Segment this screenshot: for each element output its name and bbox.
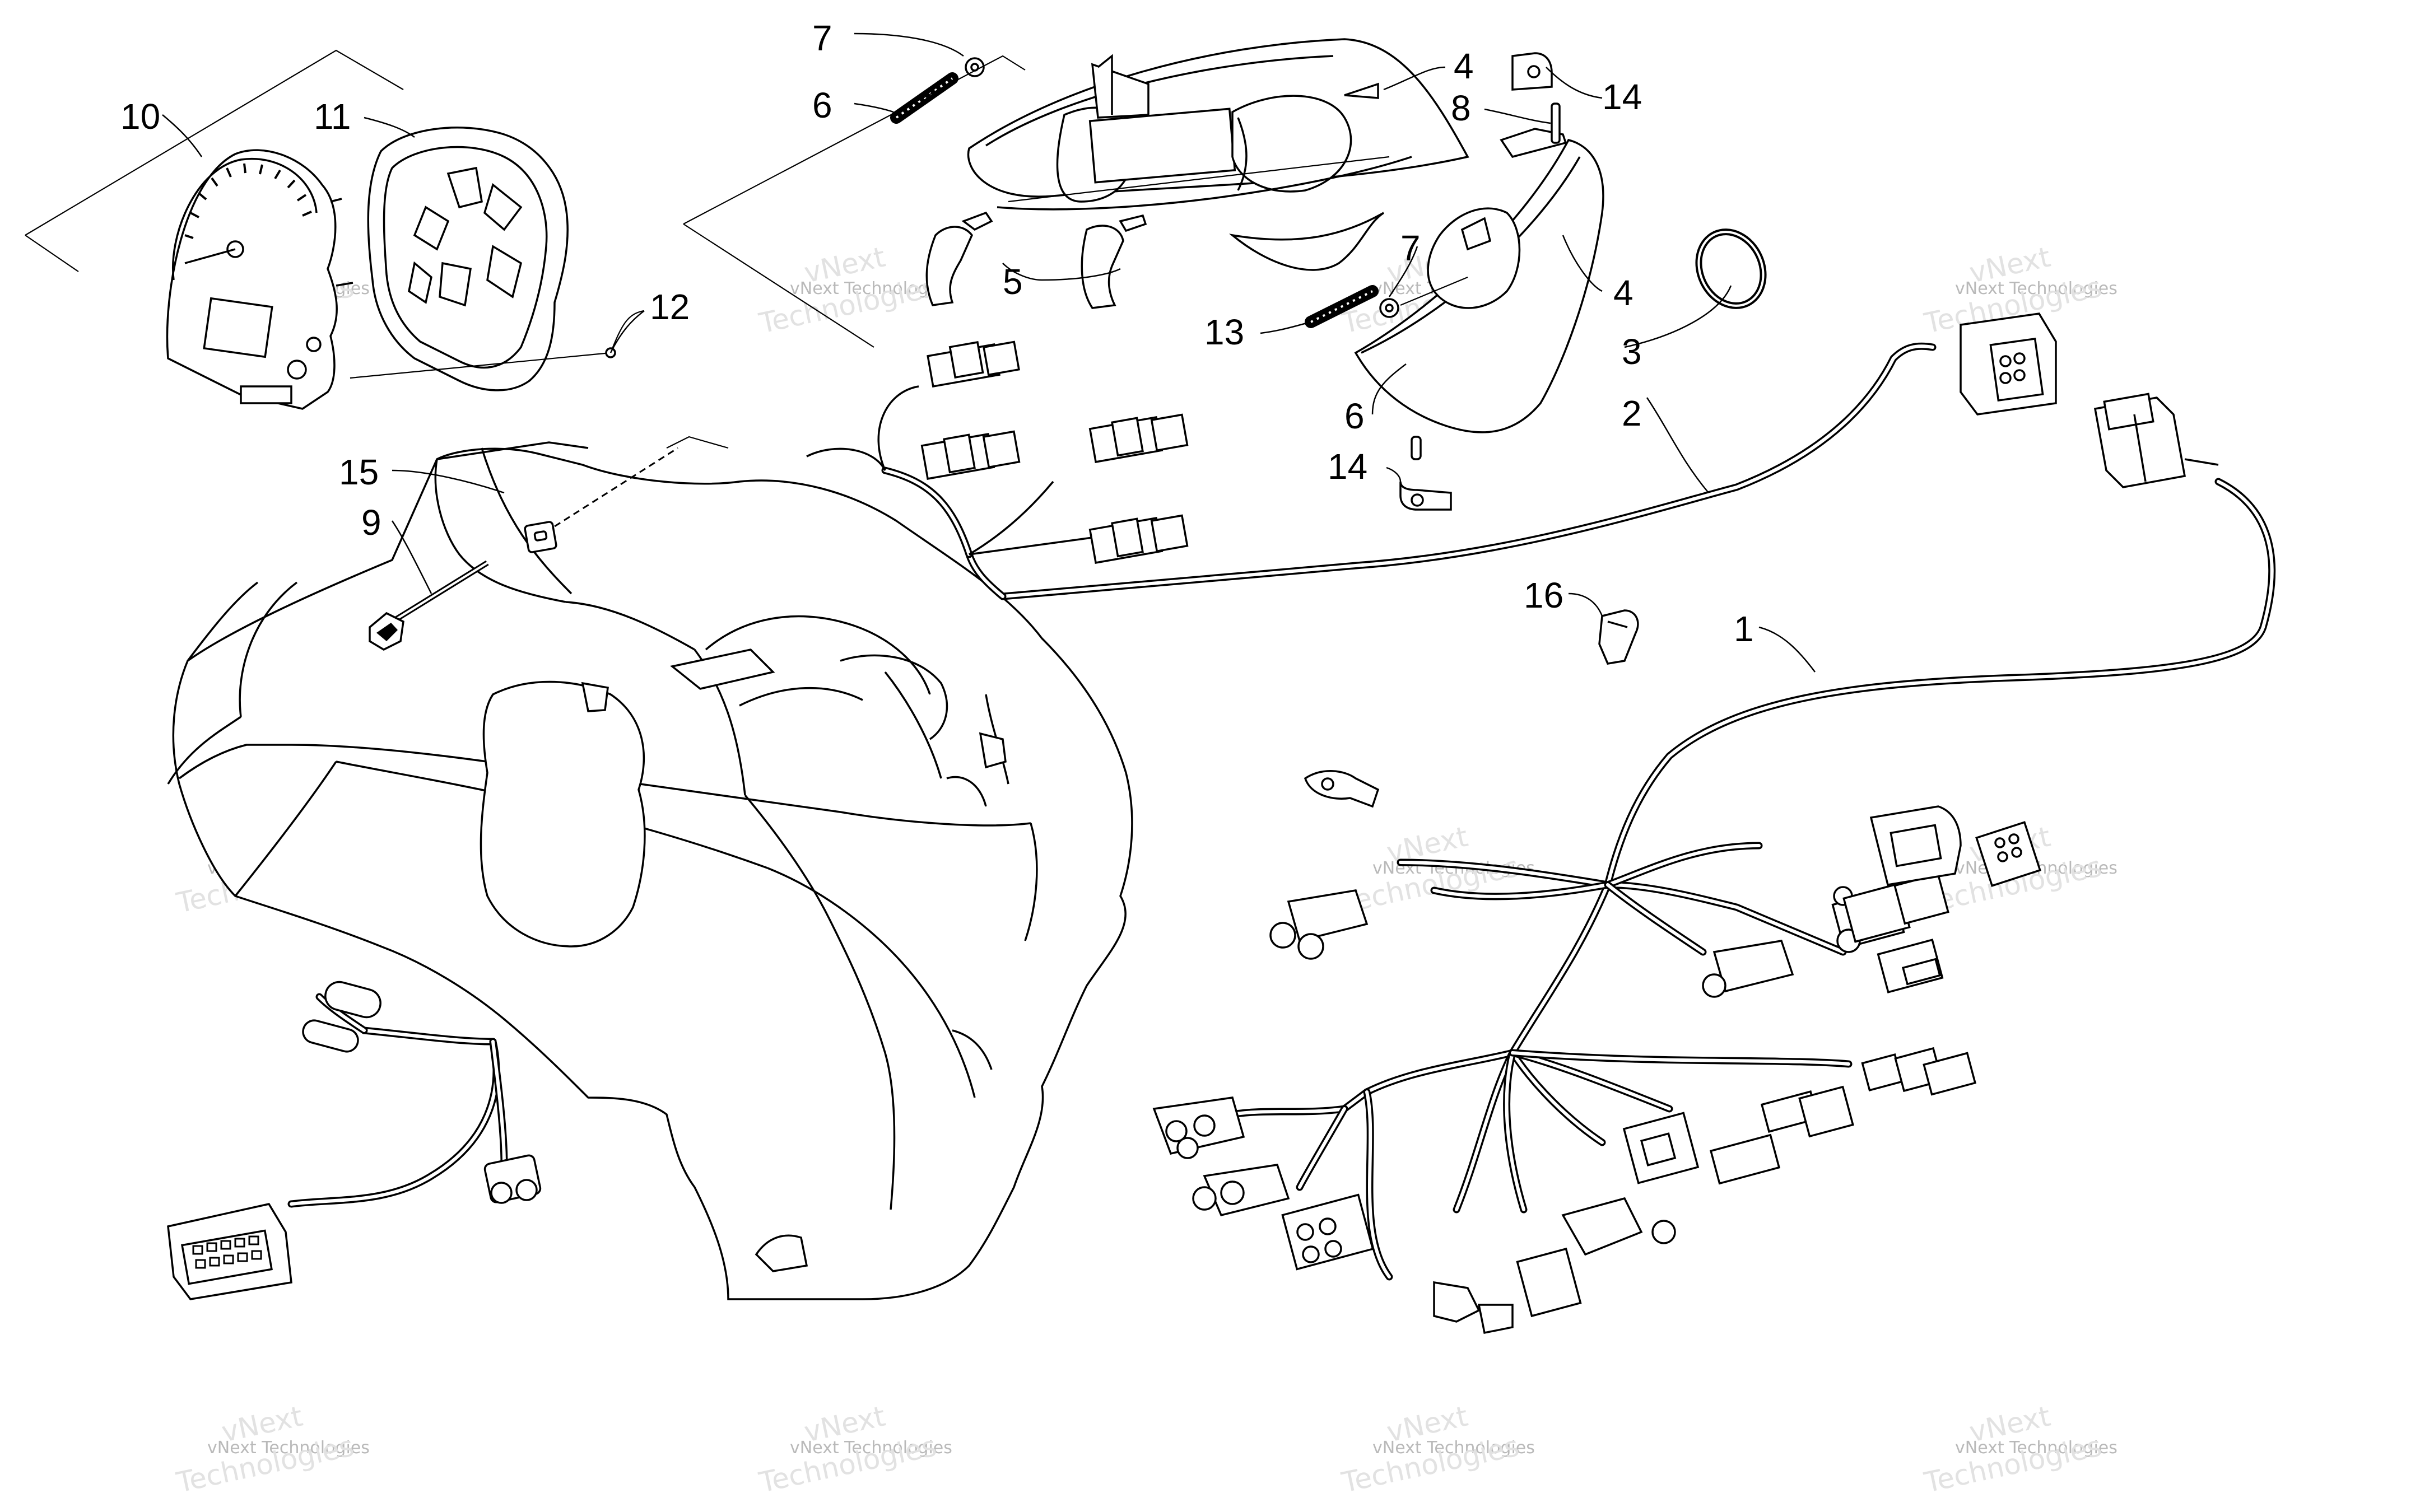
callout-4-lower: 4 (1613, 273, 1634, 313)
callout-10: 10 (120, 96, 160, 137)
connector-1p (1281, 1193, 1374, 1271)
clip-15 (524, 521, 557, 553)
pin-lower (1411, 436, 1422, 460)
watermark: vNext vNext Technologies Technologies (756, 241, 952, 340)
ring-clamp-3 (1695, 228, 1767, 309)
watermark-text: vNext Technologies (790, 279, 952, 298)
callout-6-upper: 6 (812, 85, 832, 125)
tick-marks (184, 163, 312, 239)
connector-1n (1152, 1096, 1245, 1159)
spring-13 (1305, 285, 1379, 328)
harness-2 (806, 342, 1937, 600)
callout-7-lower: 7 (1400, 228, 1421, 268)
connector-2d (1088, 514, 1189, 564)
dash-harness (287, 993, 508, 1208)
watermark-text: vNext Technologies (1955, 1438, 2118, 1458)
speedometer-gauge (166, 149, 353, 410)
watermark-text: vNext Technologies (1372, 1438, 1535, 1458)
connector-1k (1561, 1197, 1676, 1256)
connector-1a (1269, 889, 1369, 960)
callout-8: 8 (1451, 88, 1471, 128)
callout-7-upper: 7 (812, 18, 832, 58)
bullet-connector (302, 981, 381, 1053)
callout-4-upper: 4 (1454, 46, 1474, 86)
callout-12: 12 (650, 287, 690, 327)
connector-1d (1869, 805, 1962, 886)
headlight-housing-lower (1354, 128, 1604, 433)
leader-dashed (554, 436, 729, 528)
connector-2-main (1960, 312, 2057, 416)
gauge-bezel (367, 127, 569, 391)
connector-1g (1702, 940, 1794, 998)
clip-16 (1598, 609, 1639, 665)
spring-6-upper (890, 72, 958, 124)
callout-5: 5 (1003, 262, 1023, 302)
callout-3: 3 (1622, 332, 1642, 372)
bulb-socket-5b (1081, 214, 1147, 309)
connector-1h (1861, 1047, 1977, 1096)
watermark-text: vNext Technologies (207, 1438, 370, 1458)
callout-16: 16 (1524, 575, 1563, 615)
callout-11: 11 (314, 96, 351, 137)
connector-1j (1622, 1112, 1700, 1184)
callout-13: 13 (1204, 312, 1244, 352)
connector-1m (1433, 1281, 1514, 1334)
bracket-10 (25, 49, 404, 272)
callout-6-lower: 6 (1344, 396, 1365, 436)
clip-14-lower (1399, 481, 1452, 511)
two-pin-connector (483, 1154, 542, 1204)
bolt-9 (369, 560, 489, 651)
connector-2a (927, 340, 1020, 388)
callout-15: 15 (339, 452, 379, 492)
connector-1i (1709, 1085, 1854, 1185)
connector-1o (1192, 1164, 1290, 1217)
hood-fairing (167, 441, 1133, 1300)
ring-terminal (1304, 770, 1380, 808)
callout-leaders (162, 32, 1816, 673)
watermark-text: vNext Technologies (790, 1438, 952, 1458)
nut-7-upper (965, 57, 985, 77)
watermark: vNext vNext Technologies Technologies (173, 1400, 369, 1499)
connector-2b (920, 430, 1021, 480)
callout-14-upper: 14 (1602, 77, 1642, 117)
callout-9: 9 (361, 502, 381, 543)
bracket-upper (683, 55, 1026, 348)
callout-labels: 1 2 3 4 4 5 6 6 7 7 8 9 10 11 12 13 14 1… (120, 18, 1754, 649)
watermark: vNext vNext Technologies Technologies (756, 1400, 952, 1499)
connector-1f (1877, 939, 1944, 993)
multi-pin-connector (167, 1203, 292, 1300)
connector-1e (1975, 821, 2041, 887)
nut-7-lower (1379, 276, 1468, 318)
watermark: vNext vNext Technologies Technologies (1338, 1400, 1534, 1499)
bulb-socket-5a (925, 211, 993, 306)
harness-1 (1228, 478, 2276, 1281)
clip-14-upper (1511, 52, 1553, 91)
connector-1-main (2093, 393, 2219, 488)
callout-14-lower: 14 (1328, 446, 1367, 487)
watermark-text: vNext Technologies (1955, 279, 2118, 298)
connector-2c (1088, 413, 1189, 463)
watermark: vNext vNext Technologies Technologies (1921, 1400, 2117, 1499)
headlight-housing-upper (967, 38, 1469, 271)
callout-2: 2 (1622, 393, 1642, 433)
pin-8 (1551, 102, 1561, 144)
connector-1l (1516, 1247, 1582, 1318)
callout-1: 1 (1734, 609, 1754, 649)
